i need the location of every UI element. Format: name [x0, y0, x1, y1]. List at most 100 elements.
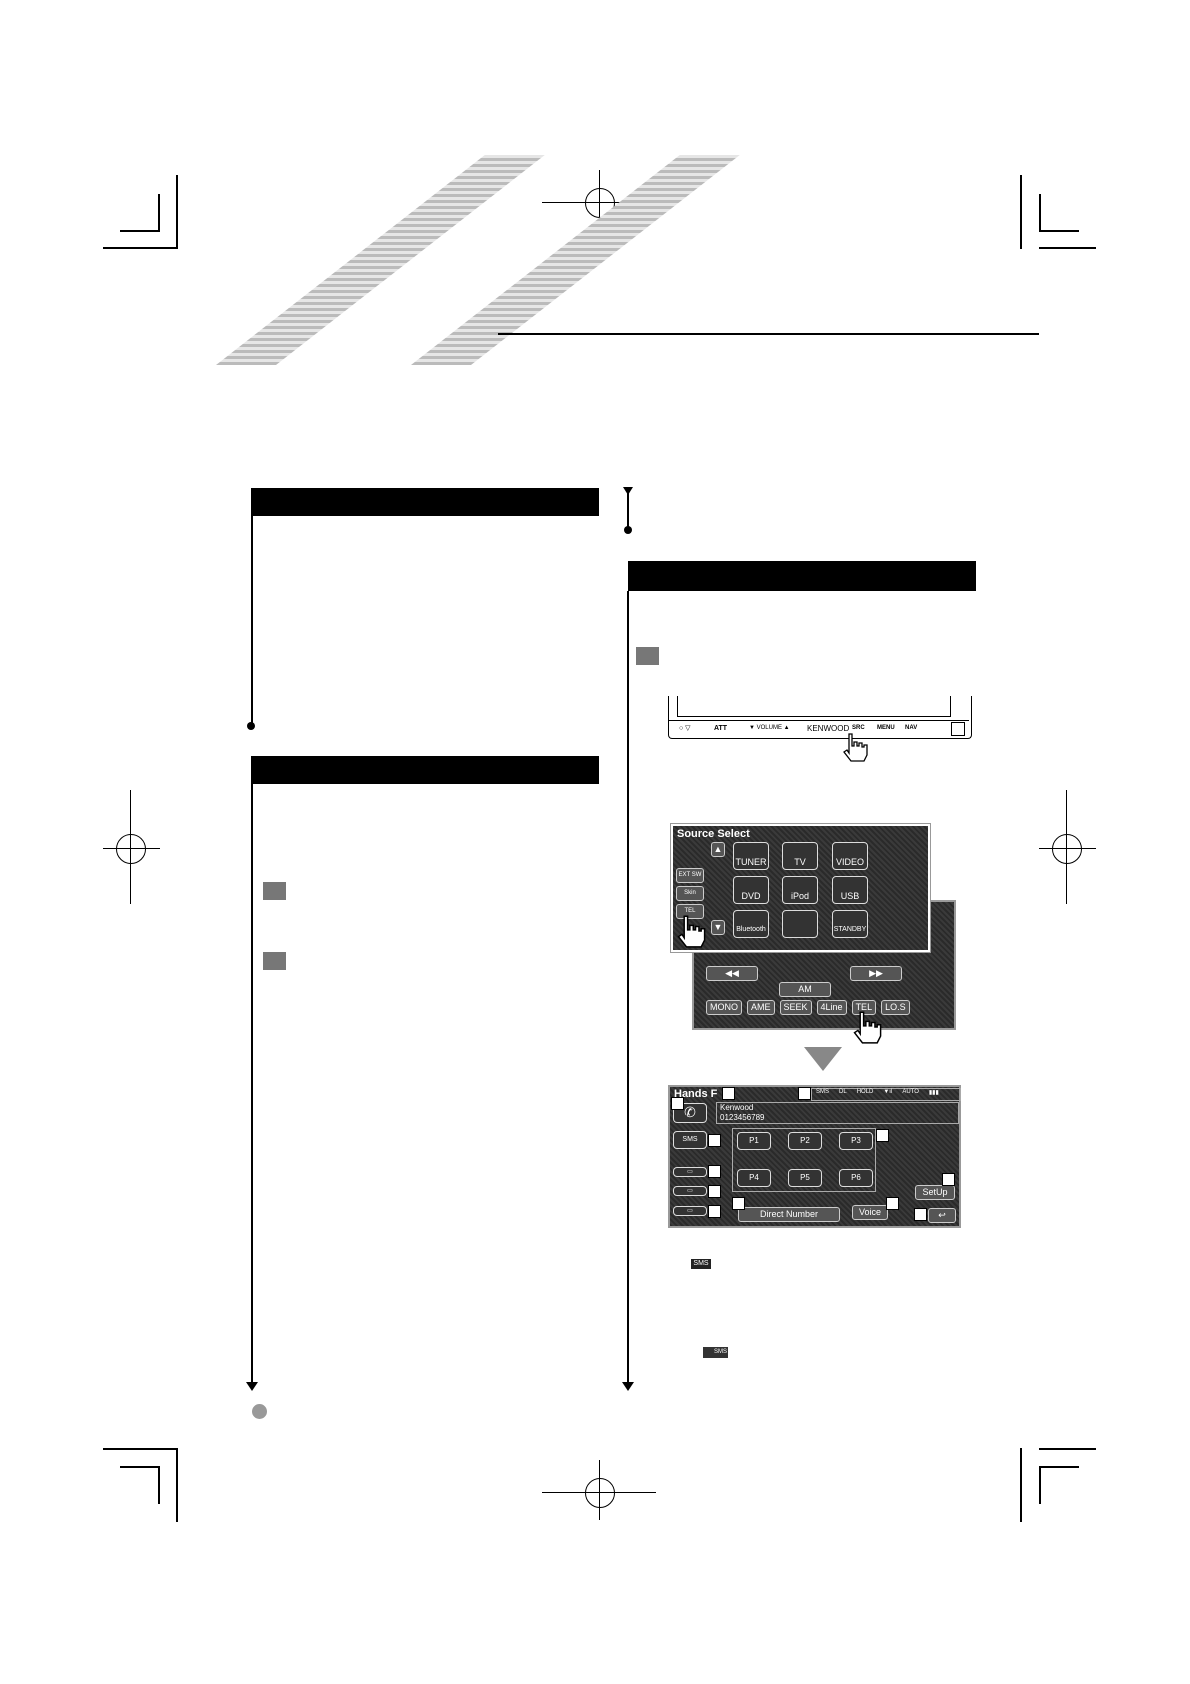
sms-icon: SMS [691, 1259, 711, 1269]
crop-mark [1039, 1466, 1079, 1468]
faceplate-square-button[interactable] [951, 722, 965, 736]
column-line [251, 756, 253, 1388]
caller-display: Kenwood 0123456789 [716, 1102, 959, 1124]
crop-mark [158, 194, 160, 232]
mono-button[interactable]: MONO [706, 1000, 742, 1015]
registration-mark [585, 1478, 615, 1508]
crop-mark [103, 1448, 176, 1450]
header-rule [498, 333, 1039, 335]
crop-mark [1020, 1448, 1022, 1522]
source-standby[interactable]: STANDBY [832, 910, 868, 938]
return-button[interactable]: ↩ [928, 1208, 956, 1223]
phonebook-button[interactable]: ▭ [673, 1167, 707, 1177]
direct-number-button[interactable]: Direct Number [738, 1207, 840, 1222]
column-line [627, 591, 629, 1388]
callout-box [708, 1185, 721, 1198]
callout-box [942, 1173, 955, 1186]
preset-p5[interactable]: P5 [788, 1169, 822, 1187]
source-usb[interactable]: USB [832, 876, 868, 904]
scroll-down-button[interactable]: ▼ [711, 920, 725, 935]
4line-button[interactable]: 4Line [816, 1000, 847, 1015]
preset-p3[interactable]: P3 [839, 1132, 873, 1150]
callout-box [798, 1087, 811, 1100]
registration-mark [116, 834, 146, 864]
battery-icon: ▮▮▮ [928, 1090, 939, 1096]
source-select-screen: Source Select EXT SW Skin TEL ▲ ▼ TUNER … [671, 824, 930, 952]
screen-title: Hands F [674, 1088, 718, 1100]
page-number-circle [252, 1404, 267, 1419]
source-tv[interactable]: TV [782, 842, 818, 870]
eject-icon[interactable]: ○ ▽ [679, 725, 691, 732]
call-history-button[interactable]: ▭ [673, 1186, 707, 1196]
tel-button[interactable]: TEL [851, 1000, 877, 1015]
crop-mark [1020, 175, 1022, 249]
band-am-button[interactable]: AM [779, 982, 831, 997]
dl-status: DL [839, 1089, 847, 1095]
registration-line [1039, 848, 1096, 849]
callout-box [914, 1208, 927, 1221]
crop-mark [103, 247, 176, 249]
step-marker [263, 952, 286, 970]
crop-mark [1039, 247, 1096, 249]
crop-mark [158, 1466, 160, 1504]
continue-arrow-icon [622, 1382, 634, 1391]
crop-mark [1039, 1466, 1041, 1504]
sms-status: SMS [816, 1089, 830, 1095]
column-line [251, 488, 253, 725]
scroll-up-button[interactable]: ▲ [711, 842, 725, 857]
att-button[interactable]: ATT [714, 725, 728, 732]
tel-button[interactable]: TEL [676, 904, 704, 919]
source-video[interactable]: VIDEO [832, 842, 868, 870]
caller-name: Kenwood [720, 1103, 754, 1112]
status-bar: SMS DL HOLD ▼ıl AUTO ▮▮▮ [811, 1088, 961, 1101]
faceplate: ○ ▽ ATT ▼ VOLUME ▲ KENWOOD SRC MENU NAV [668, 696, 972, 739]
source-bluetooth[interactable]: Bluetooth [733, 910, 769, 938]
voice-button[interactable]: Voice [852, 1205, 888, 1220]
caller-number: 0123456789 [720, 1113, 765, 1122]
crop-mark [176, 175, 178, 249]
nav-button[interactable]: NAV [905, 725, 918, 731]
callout-box [876, 1129, 889, 1142]
crop-mark [1039, 230, 1079, 232]
skin-button[interactable]: Skin [676, 886, 704, 901]
callout-box [671, 1097, 684, 1110]
volume-label: VOLUME [756, 725, 782, 731]
preset-p2[interactable]: P2 [788, 1132, 822, 1150]
callout-box [708, 1165, 721, 1178]
redial-button[interactable]: ▭ [673, 1206, 707, 1216]
source-ipod[interactable]: iPod [782, 876, 818, 904]
end-dot [247, 722, 255, 730]
seek-back-button[interactable]: ◀◀ [706, 966, 758, 981]
sms-envelope-icon: SMS [703, 1347, 728, 1358]
preset-p6[interactable]: P6 [839, 1169, 873, 1187]
screen-title: Source Select [677, 828, 750, 840]
faceplate-screen-edge [677, 696, 951, 717]
registration-line [103, 848, 160, 849]
step-marker [636, 647, 659, 665]
source-blank[interactable] [782, 910, 818, 938]
setup-button[interactable]: SetUp [915, 1185, 955, 1200]
preset-panel: P1 P2 P3 P4 P5 P6 [732, 1128, 876, 1192]
preset-p4[interactable]: P4 [737, 1169, 771, 1187]
ext-sw-button[interactable]: EXT SW [676, 868, 704, 883]
callout-box [722, 1087, 735, 1100]
source-tuner[interactable]: TUNER [733, 842, 769, 870]
los-button[interactable]: LO.S [881, 1000, 910, 1015]
ame-button[interactable]: AME [747, 1000, 775, 1015]
hold-status: HOLD [856, 1089, 874, 1095]
step-marker [263, 882, 286, 900]
seek-forward-button[interactable]: ▶▶ [850, 966, 902, 981]
seek-button[interactable]: SEEK [779, 1000, 812, 1015]
source-dvd[interactable]: DVD [733, 876, 769, 904]
callout-box [708, 1205, 721, 1218]
menu-button[interactable]: MENU [877, 725, 895, 731]
sms-envelope-label: SMS [713, 1349, 727, 1355]
sms-button[interactable]: SMS [673, 1131, 707, 1149]
crop-mark [176, 1448, 178, 1522]
src-button[interactable]: SRC [852, 725, 865, 731]
volume-control[interactable]: ▼ VOLUME ▲ [749, 725, 790, 731]
preset-p1[interactable]: P1 [737, 1132, 771, 1150]
crop-mark [120, 230, 160, 232]
continue-arrow-icon [246, 1382, 258, 1391]
